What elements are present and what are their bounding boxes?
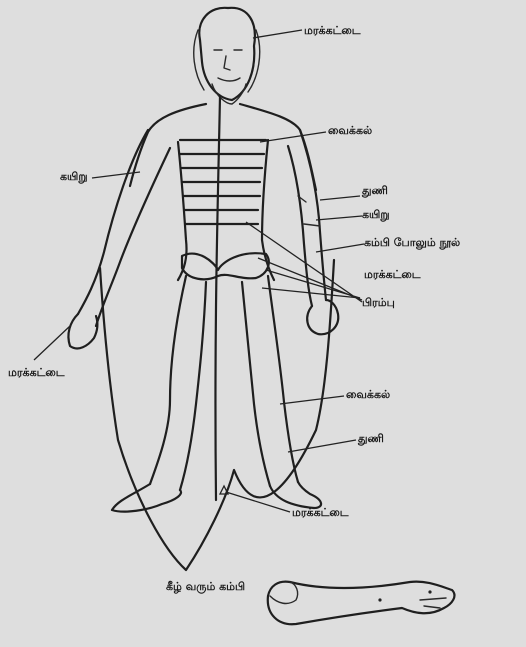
label-chest-straw: வைக்கல்	[328, 124, 372, 139]
label-arm-cord: கயிறு	[60, 170, 88, 185]
label-head-frame: மரக்கட்டை	[304, 24, 361, 39]
label-bottom-wire: கீழ் வரும் கம்பி	[166, 580, 245, 595]
label-cordlike-thread: கம்பி போலும் நூல்	[364, 236, 460, 251]
label-cord-right: கயிறு	[362, 208, 390, 223]
label-wood-center: மரக்கட்டை	[292, 506, 349, 521]
label-pirappu: பிரம்பு	[362, 296, 395, 311]
label-wood-hip: மரக்கட்டை	[364, 268, 421, 283]
label-cloth-leg: துணி	[358, 432, 384, 447]
label-straw-leg: வைக்கல்	[346, 388, 390, 403]
label-wood-left-hand: மரக்கட்டை	[8, 366, 65, 381]
label-cloth-upper: துணி	[362, 184, 388, 199]
